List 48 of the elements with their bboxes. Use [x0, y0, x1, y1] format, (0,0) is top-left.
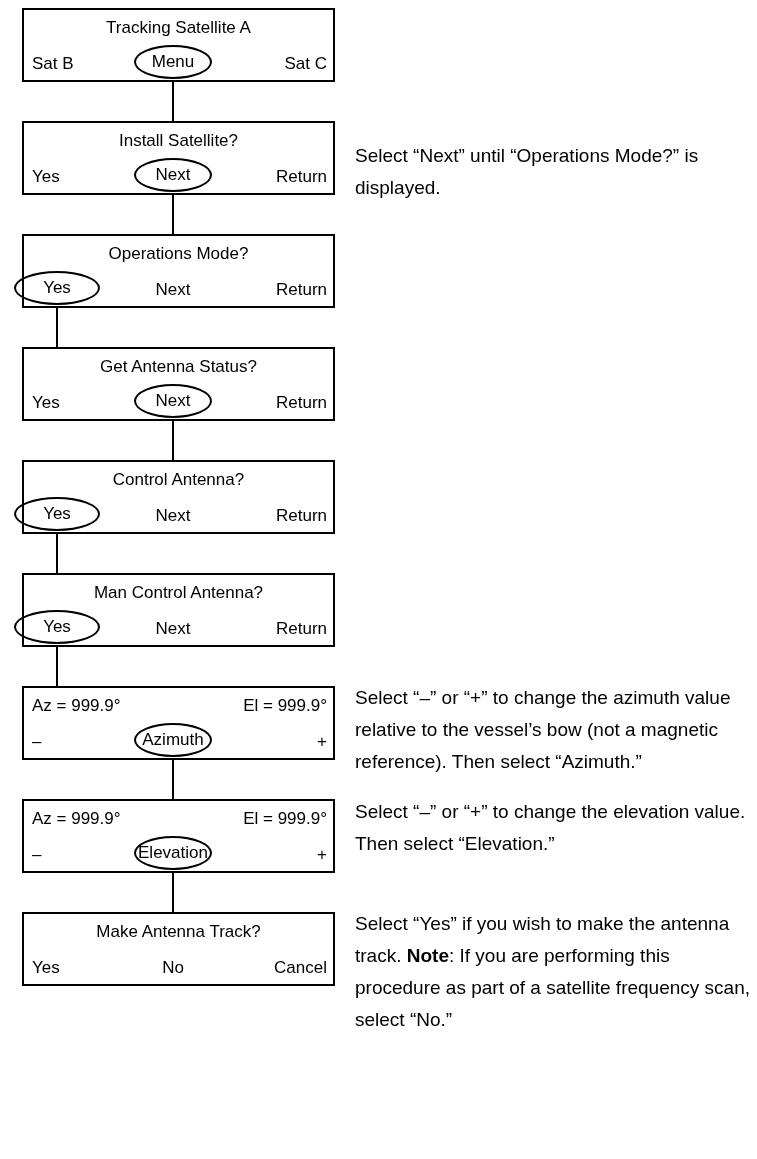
screen-reading: El = 999.9° — [243, 695, 327, 717]
option-label: Cancel — [274, 957, 327, 979]
screen-box — [22, 799, 335, 873]
option-label: Return — [275, 279, 327, 301]
screen-box — [22, 686, 335, 760]
screen-title: Make Antenna Track? — [95, 921, 262, 943]
screen-title: Control Antenna? — [111, 469, 246, 491]
instruction-note: Select “Next” until “Operations Mode?” is displayed. — [355, 144, 700, 200]
selected-option-ellipse: Yes — [14, 610, 100, 644]
screen-box — [22, 912, 335, 986]
option-label: Return — [275, 392, 327, 414]
screen-title: Install Satellite? — [117, 130, 240, 152]
option-label: Sat C — [284, 53, 327, 75]
instruction-note: Select “–” or “+” to change the elevation value. Then select “Elevation.” — [355, 800, 747, 856]
screen-box — [22, 347, 335, 421]
option-label: + — [317, 731, 327, 753]
option-label: Return — [275, 618, 327, 640]
option-label: Next — [134, 505, 212, 527]
option-label: Return — [275, 505, 327, 527]
option-label: Next — [134, 279, 212, 301]
selected-option-ellipse: Yes — [14, 497, 100, 531]
option-label: Next — [134, 618, 212, 640]
screen-title: Operations Mode? — [107, 243, 250, 265]
option-label: + — [317, 844, 327, 866]
screen-title: Get Antenna Status? — [99, 356, 258, 378]
screen-box — [22, 121, 335, 195]
screen-title: Man Control Antenna? — [92, 582, 265, 604]
option-label: – — [32, 731, 42, 753]
selected-option-ellipse: Yes — [14, 271, 100, 305]
screen-reading: Az = 999.9° — [32, 808, 121, 830]
instruction-note: Select “Yes” if you wish to make the antenna track. Note: If you are performing this procedure as part of a satellite frequency scan, select “No.” — [355, 912, 750, 1032]
selected-option-ellipse: Menu — [134, 45, 212, 79]
selected-option-ellipse: Next — [134, 158, 212, 192]
selected-option-ellipse: Elevation — [134, 836, 212, 870]
instruction-note: Select “–” or “+” to change the azimuth value relative to the vessel’s bow (not a magnetic reference). Then select “Azimuth.” — [355, 686, 732, 774]
screen-reading: El = 999.9° — [243, 808, 327, 830]
option-label: Return — [275, 166, 327, 188]
selected-option-ellipse: Next — [134, 384, 212, 418]
option-label: – — [32, 844, 42, 866]
option-label: Yes — [32, 392, 60, 414]
screen-title: Tracking Satellite A — [105, 17, 252, 39]
selected-option-ellipse: Azimuth — [134, 723, 212, 757]
screen-box — [22, 8, 335, 82]
option-label: Yes — [32, 957, 60, 979]
screen-reading: Az = 999.9° — [32, 695, 121, 717]
option-label: Sat B — [32, 53, 74, 75]
option-label: Yes — [32, 166, 60, 188]
option-label: No — [134, 957, 212, 979]
